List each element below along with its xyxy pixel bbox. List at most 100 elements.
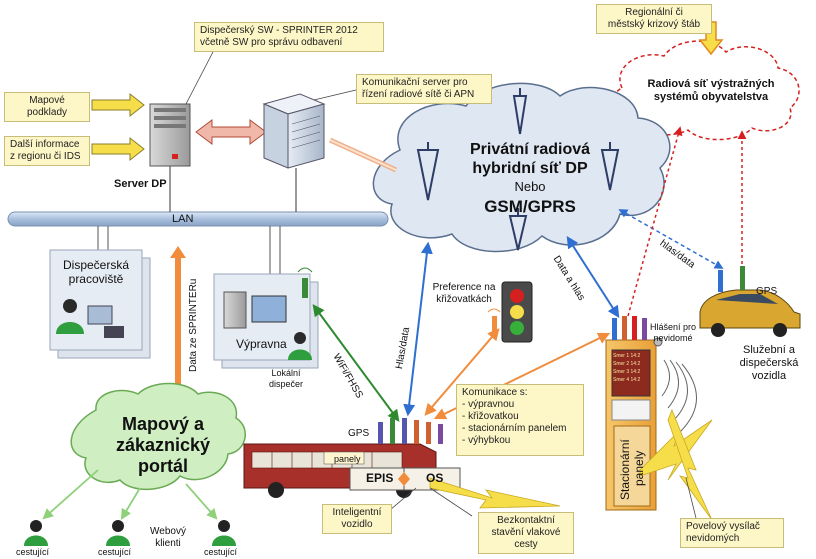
regional-staff-line-1: Regionální či — [625, 7, 683, 18]
vypravna-label: Výpravna — [236, 337, 287, 351]
stationary-panel-icon — [605, 339, 657, 511]
server-icon — [149, 103, 191, 167]
map-data-line-2: podklady — [26, 107, 68, 118]
input-arrows — [91, 92, 145, 162]
board-row: Smer 1 14:2 — [613, 353, 641, 359]
dispatch-sw-line-2: včetně SW pro správu odbavení — [200, 37, 343, 48]
radio-cloud-title: Privátní radiová hybridní síť DP — [440, 140, 620, 178]
dispatch-sw-note: Dispečerský SW - SPRINTER 2012 včetně SW… — [194, 22, 384, 52]
warning-network-line-2: systémů obyvatelstva — [653, 91, 769, 103]
server-dp-label: Server DP — [114, 178, 167, 190]
blind-report-line-1: Hlášení pro — [649, 322, 697, 332]
communication-line-5: - výhybkou — [462, 435, 511, 446]
radio-cloud-line-1: Privátní radiová — [469, 141, 591, 158]
board-row: Smer 4 14:2 — [613, 377, 641, 383]
portal-line-3: portál — [137, 456, 188, 476]
passenger-label: cestující — [98, 547, 132, 557]
panel-antennas — [612, 316, 647, 340]
radio-cloud-or: Nebo — [514, 179, 546, 194]
track-switch-line-1: Bezkontaktní — [497, 515, 555, 526]
web-clients-label: Webový klienti — [140, 526, 196, 550]
workstation-icon — [223, 291, 312, 360]
blind-transmitter-line-2: nevidomých — [686, 533, 740, 544]
comm-server-icon — [262, 93, 326, 169]
warning-network-line-1: Radiová síť výstražných — [647, 78, 775, 90]
passenger-label: cestující — [204, 547, 238, 557]
server-link-arrow — [195, 119, 267, 145]
wifi-link — [312, 304, 400, 422]
blind-transmitter-line-1: Povelový vysílač — [686, 521, 760, 532]
os-label: OS — [426, 471, 444, 485]
lan-label: LAN — [172, 213, 194, 225]
preference-line-1: Preference na — [432, 282, 496, 293]
lan-bus — [7, 211, 389, 227]
tower-icon — [416, 88, 620, 251]
local-dispatcher-line-1: Lokální — [271, 368, 301, 378]
comm-server-note: Komunikační server pro řízení radiové sí… — [356, 74, 492, 104]
track-switch-note: Bezkontaktní stavění vlakové cesty — [478, 512, 574, 554]
epis-label: EPIS — [366, 471, 394, 485]
communication-line-1: Komunikace s: — [462, 387, 528, 398]
traffic-light-icon — [501, 281, 533, 343]
warning-network-label: Radiová síť výstražných systémů obyvatel… — [630, 78, 792, 104]
stationary-panel-label: Stacionární panely — [618, 439, 646, 500]
service-vehicles-label: Služební a dispečerská vozidla — [724, 344, 814, 383]
regional-staff-line-2: městský krizový štáb — [607, 19, 701, 30]
local-dispatcher-label: Lokální dispečer — [256, 368, 316, 390]
preference-line-2: křižovatkách — [436, 294, 492, 305]
speaker-waves — [653, 337, 697, 433]
gps-bus-label: GPS — [348, 428, 370, 439]
ids-info-line-1: Další informace — [10, 139, 80, 150]
board-row: Smer 2 14:2 — [613, 361, 641, 367]
portal-title: Mapový a zákaznický portál — [96, 414, 230, 477]
board-row: Smer 3 14:2 — [613, 369, 641, 375]
lightning-bolt-3 — [667, 408, 713, 521]
local-dispatcher-line-2: dispečer — [268, 379, 304, 389]
radio-cloud-line-2: hybridní síť DP — [472, 160, 588, 177]
stationary-panel-line-1: Stacionární — [618, 439, 632, 500]
car-icon — [699, 289, 801, 337]
communication-line-4: - stacionárním panelem — [462, 423, 567, 434]
intelligent-vehicle-note: Inteligentní vozidlo — [322, 504, 392, 534]
ids-info-note: Další informace z regionu či IDS — [4, 136, 90, 166]
portal-line-2: zákaznický — [115, 435, 211, 455]
intelligent-vehicle-line-2: vozidlo — [341, 519, 373, 530]
preference-label: Preference na křižovatkách — [422, 282, 506, 306]
blind-report-label: Hlášení pro nevidomé — [642, 322, 704, 344]
track-switch-line-3: cesty — [514, 539, 538, 550]
comm-server-line-2: řízení radiové sítě či APN — [362, 89, 475, 100]
service-vehicles-line-3: vozidla — [751, 370, 787, 382]
portal-cloud — [70, 382, 246, 491]
radio-cloud-alt: GSM/GPRS — [484, 197, 576, 216]
bus-panels-label: panely — [334, 454, 361, 464]
data-sprinter-label: Data ze SPRINTERu — [188, 278, 199, 372]
traffic-antenna-icon — [487, 308, 501, 334]
dispatch-sw-line-1: Dispečerský SW - SPRINTER 2012 — [200, 25, 358, 36]
dispatcher-icon — [56, 299, 124, 338]
communication-line-3: - křižovatkou — [462, 411, 519, 422]
panel-board: Smer 1 14:2 Smer 2 14:2 Smer 3 14:2 Smer… — [613, 352, 649, 384]
bus-antennas — [378, 418, 443, 444]
stationary-panel-line-2: panely — [632, 450, 646, 486]
passenger-label: cestující — [16, 547, 50, 557]
radio-network-cloud — [372, 82, 671, 253]
dispatch-workplace-label: Dispečerská pracoviště — [52, 258, 140, 286]
map-data-line-1: Mapové — [29, 95, 65, 106]
antenna-icon — [297, 267, 313, 298]
lightning-bolt-1 — [429, 477, 561, 509]
track-switch-line-2: stavění vlakové — [491, 527, 561, 538]
ids-info-line-2: z regionu či IDS — [10, 151, 81, 162]
portal-line-1: Mapový a — [121, 414, 205, 434]
car-antennas — [718, 266, 745, 292]
web-clients-line-2: klienti — [155, 538, 181, 549]
service-vehicles-line-1: Služební a — [743, 344, 795, 356]
map-data-note: Mapové podklady — [4, 92, 90, 122]
staff-arrow — [698, 21, 724, 56]
communication-line-2: - výpravnou — [462, 399, 515, 410]
communication-note: Komunikace s: - výpravnou - křižovatkou … — [456, 384, 584, 456]
dispatch-workplace-line-2: pracoviště — [68, 272, 124, 286]
service-vehicles-line-2: dispečerská — [739, 357, 799, 369]
regional-staff-note: Regionální či městský krizový štáb — [596, 4, 712, 34]
